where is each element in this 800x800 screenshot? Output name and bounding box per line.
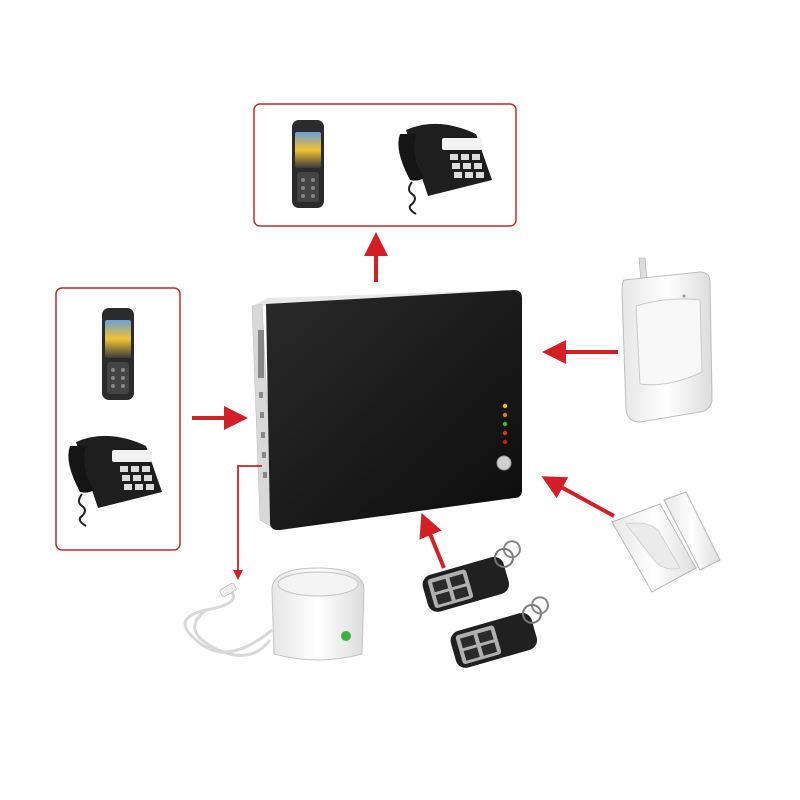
hub-status-leds [502,403,508,445]
desk-telephone-icon [68,435,162,527]
led [502,403,508,409]
arrow-door-to-hub [541,476,615,518]
mobile-phone-icon [102,308,134,400]
led [502,439,508,445]
mobile-phone-icon [292,120,324,208]
remote-keyfob [450,596,549,668]
hub-front-panel [266,290,522,531]
door-sensor-magnet [663,491,721,571]
siren-plug [219,582,237,598]
alarm-hub [251,290,522,531]
flow-arrows [192,232,618,569]
control-box [55,287,181,551]
pir-lens [635,298,703,386]
led [502,412,508,418]
desk-telephone-icon [398,123,492,215]
siren-cable [183,591,273,657]
led [502,421,508,427]
wired-siren [183,567,365,661]
led [502,430,508,436]
arrow-hub-to-siren [233,465,262,580]
notify-box [253,103,517,227]
arrow-keyfob-to-hub [419,512,446,569]
door-contact-sensor [611,491,721,593]
remote-keyfob [422,540,521,612]
hub-arm-button[interactable] [496,455,512,471]
hub-side-ports [258,330,267,478]
siren-indicator [341,631,351,641]
pir-motion-detector [621,257,713,423]
